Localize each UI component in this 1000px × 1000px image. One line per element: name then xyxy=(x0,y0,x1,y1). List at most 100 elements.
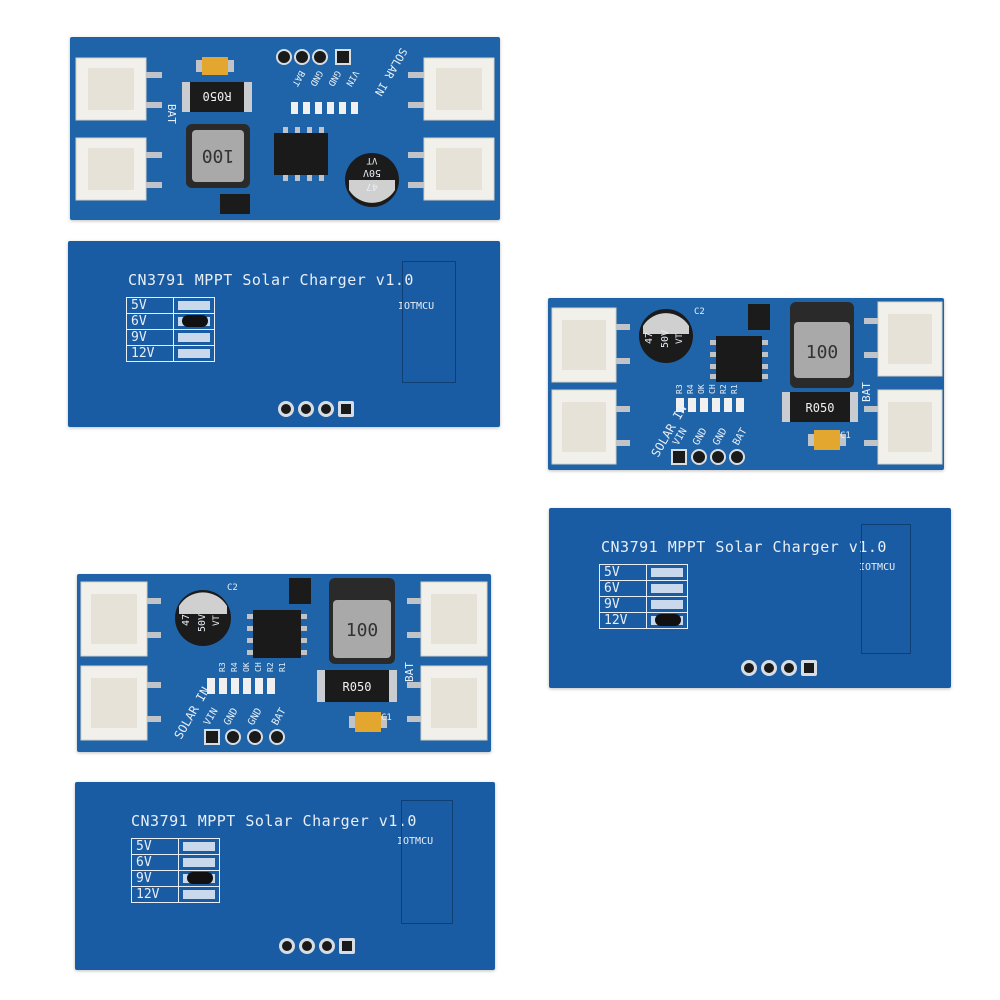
silk-outline xyxy=(401,800,453,924)
svg-text:47: 47 xyxy=(181,614,192,626)
svg-text:R4: R4 xyxy=(686,384,695,394)
voltage-pad xyxy=(178,854,220,871)
connector-solar-2 xyxy=(80,665,161,741)
front-board-3: 47 50V VT C2 100 R050 C1 R xyxy=(77,574,491,752)
svg-text:C1: C1 xyxy=(381,713,392,723)
voltage-pad xyxy=(178,838,220,855)
tantalum-capacitor xyxy=(349,712,387,732)
back-board-1: CN3791 MPPT Solar Charger v1.0 IOTMCU 5V… xyxy=(68,241,500,427)
voltage-label: 6V xyxy=(599,580,647,597)
front-board-1-art: 47 50V VT 100 R050 xyxy=(75,46,495,214)
voltage-select-table: 5V 6V 9V 12V xyxy=(131,838,220,903)
svg-text:VIN: VIN xyxy=(343,69,360,88)
diode xyxy=(289,578,311,604)
voltage-select-table: 5V 6V 9V 12V xyxy=(126,297,215,362)
shunt-resistor: R050 xyxy=(317,670,397,702)
svg-text:GND: GND xyxy=(222,706,241,727)
electrolytic-capacitor: 47 50V VT xyxy=(345,153,399,207)
svg-text:100: 100 xyxy=(346,620,379,641)
header-holes xyxy=(279,938,355,954)
connector-solar-2 xyxy=(551,389,630,465)
cn3791-ic xyxy=(247,610,307,658)
svg-text:R4: R4 xyxy=(230,662,239,672)
smd-row xyxy=(207,678,275,694)
inductor: 100 xyxy=(329,578,395,664)
voltage-pad xyxy=(646,580,688,597)
voltage-label: 9V xyxy=(131,870,179,887)
voltage-label: 5V xyxy=(131,838,179,855)
led-refs: R3 R4 OK CH R2 R1 xyxy=(675,384,739,394)
svg-text:R050: R050 xyxy=(343,680,372,694)
connector-bat-2 xyxy=(864,389,943,465)
voltage-label: 5V xyxy=(599,564,647,581)
cn3791-ic xyxy=(274,127,328,181)
header-holes xyxy=(278,401,354,417)
svg-text:C1: C1 xyxy=(840,431,851,441)
svg-text:R2: R2 xyxy=(266,662,275,672)
voltage-pad-selected xyxy=(646,612,688,629)
svg-text:C2: C2 xyxy=(694,307,705,317)
voltage-label: 12V xyxy=(599,612,647,629)
voltage-pad xyxy=(173,345,215,362)
inductor: 100 xyxy=(790,302,854,388)
svg-text:100: 100 xyxy=(806,342,839,363)
connector-solar-1 xyxy=(408,137,495,201)
connector-bat-1 xyxy=(864,301,943,377)
svg-text:100: 100 xyxy=(202,145,235,166)
voltage-pad xyxy=(646,596,688,613)
tantalum-capacitor xyxy=(196,57,234,75)
svg-text:VT: VT xyxy=(366,155,377,165)
shunt-resistor: R050 xyxy=(182,82,252,112)
smd-row xyxy=(676,398,744,412)
svg-text:VT: VT xyxy=(212,615,222,626)
electrolytic-capacitor: 47 50V VT xyxy=(175,590,231,646)
svg-text:47: 47 xyxy=(644,332,655,344)
voltage-label: 9V xyxy=(599,596,647,613)
schottky-diode xyxy=(220,194,250,214)
voltage-label: 12V xyxy=(131,886,179,903)
front-board-2-art: 47 50V VT C2 100 R050 C1 R xyxy=(551,301,943,465)
voltage-pad xyxy=(173,297,215,314)
back-title: CN3791 MPPT Solar Charger v1.0 xyxy=(128,271,414,289)
svg-text:R1: R1 xyxy=(730,384,739,394)
connector-solar-1 xyxy=(80,581,161,657)
svg-text:BAT: BAT xyxy=(403,662,416,682)
svg-text:R3: R3 xyxy=(218,662,227,672)
svg-text:R3: R3 xyxy=(675,384,684,394)
svg-text:50V: 50V xyxy=(660,330,671,348)
brand-label: IOTMCU xyxy=(397,836,434,847)
svg-text:BAT: BAT xyxy=(165,104,178,124)
connector-bat-2 xyxy=(75,57,162,121)
smd-row xyxy=(291,102,358,114)
inductor: 100 xyxy=(186,124,250,188)
svg-text:50V: 50V xyxy=(197,614,208,632)
voltage-label: 12V xyxy=(126,345,174,362)
voltage-label: 9V xyxy=(126,329,174,346)
svg-text:R2: R2 xyxy=(719,384,728,394)
voltage-label: 6V xyxy=(131,854,179,871)
svg-text:VT: VT xyxy=(675,333,685,344)
svg-text:50V: 50V xyxy=(363,167,381,178)
svg-text:SOLAR IN: SOLAR IN xyxy=(372,46,410,98)
pin-header xyxy=(276,49,351,65)
connector-bat-1 xyxy=(75,137,162,201)
silk-outline xyxy=(861,524,911,654)
svg-text:R050: R050 xyxy=(806,401,835,415)
svg-text:BAT: BAT xyxy=(289,69,306,89)
back-board-3: CN3791 MPPT Solar Charger v1.0 IOTMCU 5V… xyxy=(75,782,495,970)
svg-text:GND: GND xyxy=(325,69,342,88)
svg-text:C2: C2 xyxy=(227,583,238,593)
diode xyxy=(748,304,770,330)
front-board-3-art: 47 50V VT C2 100 R050 C1 R xyxy=(80,578,488,745)
silk-outline xyxy=(402,261,456,383)
connector-bat-1 xyxy=(407,581,488,657)
svg-text:OK: OK xyxy=(242,662,251,672)
front-board-1: 47 50V VT 100 R050 xyxy=(70,37,500,220)
svg-text:OK: OK xyxy=(697,384,706,394)
back-title: CN3791 MPPT Solar Charger v1.0 xyxy=(131,812,417,830)
connector-solar-2 xyxy=(408,57,495,121)
voltage-pad xyxy=(178,886,220,903)
voltage-pad xyxy=(173,329,215,346)
svg-text:VIN: VIN xyxy=(202,706,221,727)
electrolytic-capacitor: 47 50V VT xyxy=(639,309,693,363)
